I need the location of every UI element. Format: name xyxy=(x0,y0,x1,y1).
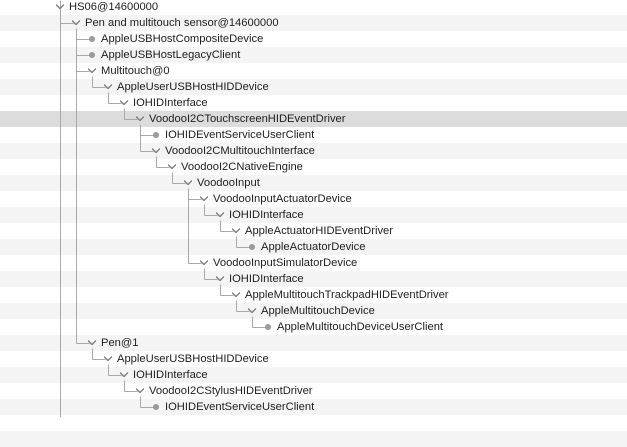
tree-node-label: HS06@14600000 xyxy=(69,1,159,13)
chevron-down-icon[interactable] xyxy=(87,63,99,79)
tree-node-label: AppleMultitouchDeviceUserClient xyxy=(277,321,444,333)
tree-node-label: VoodooInputActuatorDevice xyxy=(213,193,352,205)
chevron-down-icon[interactable] xyxy=(215,207,227,223)
tree-node-label: VoodooI2CNativeEngine xyxy=(181,161,303,173)
tree-node-label: IOHIDInterface xyxy=(133,369,208,381)
tree-node-label: IOHIDEventServiceUserClient xyxy=(165,401,315,413)
selected-row-highlight xyxy=(0,111,627,127)
chevron-down-icon[interactable] xyxy=(103,351,115,367)
tree-node-label: VoodooI2CStylusHIDEventDriver xyxy=(149,385,313,397)
chevron-down-icon[interactable] xyxy=(199,191,211,207)
row-stripe xyxy=(0,79,627,95)
chevron-down-icon[interactable] xyxy=(231,287,243,303)
tree-node-label: AppleMultitouchDevice xyxy=(261,305,375,317)
row-stripe xyxy=(0,47,627,63)
chevron-down-icon[interactable] xyxy=(71,15,83,31)
chevron-down-icon[interactable] xyxy=(119,367,131,383)
chevron-down-icon[interactable] xyxy=(215,271,227,287)
chevron-down-icon[interactable] xyxy=(199,255,211,271)
chevron-down-icon[interactable] xyxy=(55,0,67,15)
leaf-dot-icon xyxy=(151,127,163,143)
tree-node-label: VoodooInput xyxy=(197,177,260,189)
tree-node-label: AppleUSBHostCompositeDevice xyxy=(101,33,264,45)
tree-node-label: AppleUserUSBHostHIDDevice xyxy=(117,353,269,365)
chevron-down-icon[interactable] xyxy=(247,303,259,319)
row-stripe xyxy=(0,431,627,447)
tree-node-label: IOHIDInterface xyxy=(229,209,304,221)
row-stripe xyxy=(0,383,627,399)
row-stripe xyxy=(0,159,627,175)
chevron-down-icon[interactable] xyxy=(87,335,99,351)
row-stripe xyxy=(0,303,627,319)
chevron-down-icon[interactable] xyxy=(103,79,115,95)
leaf-dot-icon xyxy=(263,319,275,335)
row-stripe xyxy=(0,143,627,159)
chevron-down-icon[interactable] xyxy=(135,383,147,399)
chevron-down-icon[interactable] xyxy=(151,143,163,159)
row-stripe xyxy=(0,335,627,351)
row-stripe xyxy=(0,239,627,255)
tree-node-label: VoodooI2CMultitouchInterface xyxy=(165,145,315,157)
chevron-down-icon[interactable] xyxy=(231,223,243,239)
tree-node-label: IOHIDInterface xyxy=(133,97,208,109)
row-stripe xyxy=(0,399,627,415)
tree-node-label: Multitouch@0 xyxy=(101,65,170,77)
leaf-dot-icon xyxy=(87,31,99,47)
row-stripe xyxy=(0,367,627,383)
tree-node-label: Pen and multitouch sensor@14600000 xyxy=(85,17,279,29)
tree-node-label: AppleActuatorHIDEventDriver xyxy=(245,225,393,237)
tree-node-label: VoodooInputSimulatorDevice xyxy=(213,257,358,269)
row-stripe xyxy=(0,175,627,191)
tree-node-label: AppleUserUSBHostHIDDevice xyxy=(117,81,269,93)
tree-node-label: IOHIDEventServiceUserClient xyxy=(165,129,315,141)
chevron-down-icon[interactable] xyxy=(167,159,179,175)
leaf-dot-icon xyxy=(151,399,163,415)
row-stripe xyxy=(0,271,627,287)
chevron-down-icon[interactable] xyxy=(119,95,131,111)
leaf-dot-icon xyxy=(87,47,99,63)
leaf-dot-icon xyxy=(247,239,259,255)
row-stripe xyxy=(0,95,627,111)
chevron-down-icon[interactable] xyxy=(135,111,147,127)
chevron-down-icon[interactable] xyxy=(183,175,195,191)
row-stripe xyxy=(0,351,627,367)
tree-node-label: AppleActuatorDevice xyxy=(261,241,366,253)
tree-node-label: Pen@1 xyxy=(101,337,139,349)
row-stripe xyxy=(0,415,627,431)
tree-node-label: AppleUSBHostLegacyClient xyxy=(101,49,241,61)
tree-node-label: AppleMultitouchTrackpadHIDEventDriver xyxy=(245,289,449,301)
row-stripe xyxy=(0,15,627,31)
row-stripe xyxy=(0,207,627,223)
tree-node-label: IOHIDInterface xyxy=(229,273,304,285)
tree-node-label: VoodooI2CTouchscreenHIDEventDriver xyxy=(149,113,346,125)
